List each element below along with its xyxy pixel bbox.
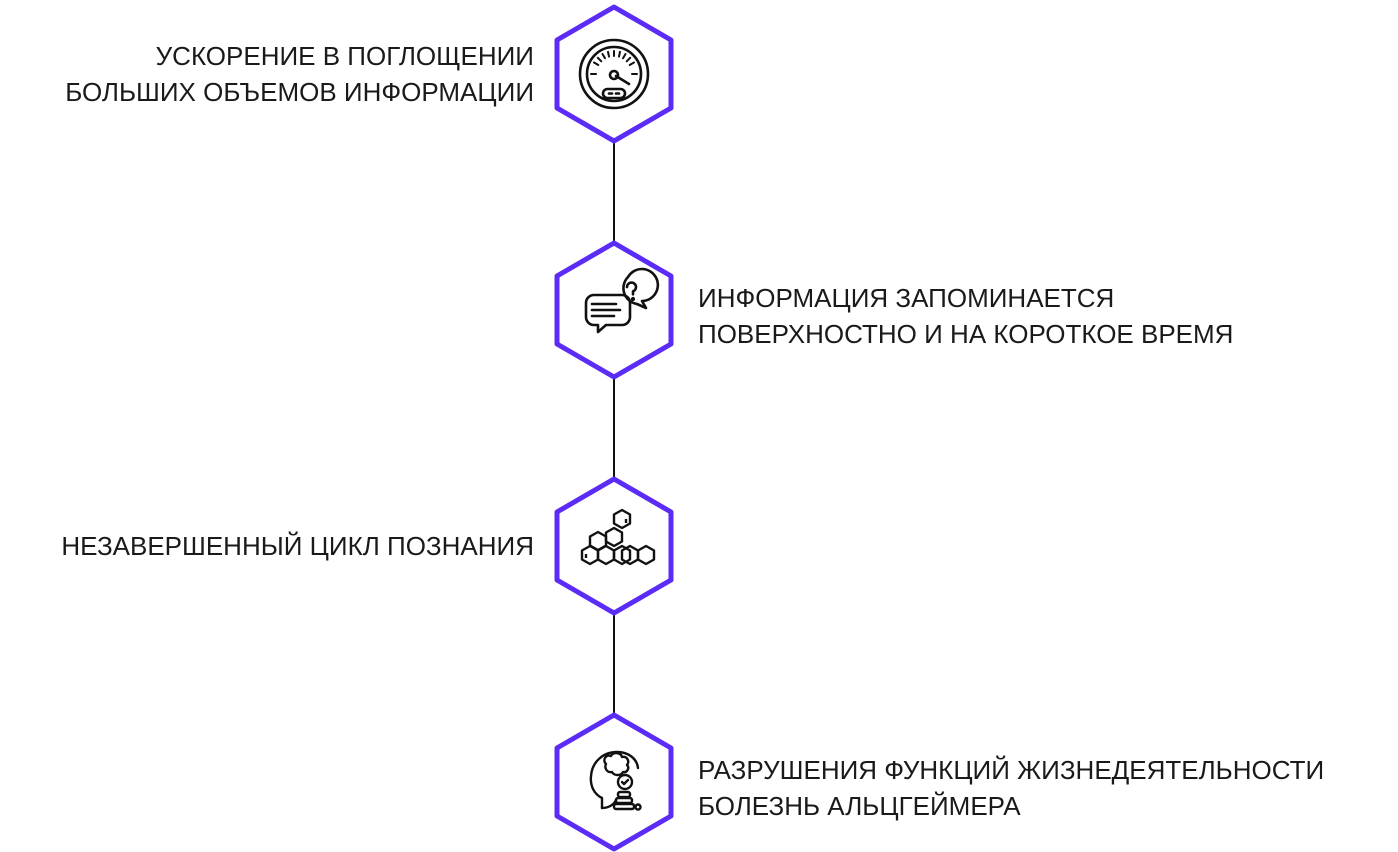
chat-question-icon [584,267,660,334]
step-3-line-1: НЕЗАВЕРШЕННЫЙ ЦИКЛ ПОЗНАНИЯ [61,531,534,561]
step-4-line-1: РАЗРУШЕНИЯ ФУНКЦИЙ ЖИЗНЕДЕЯТЕЛЬНОСТИ [698,755,1325,785]
brain-search-icon [589,750,642,811]
connector-line-1 [613,140,615,242]
step-4-line-2: БОЛЕЗНЬ АЛЬЦГЕЙМЕРА [698,791,1021,821]
step-2-line-1: ИНФОРМАЦИЯ ЗАПОМИНАЕТСЯ [698,283,1115,313]
step-1-line-1: УСКОРЕНИЕ В ПОГЛОЩЕНИИ [155,41,534,71]
step-2-line-2: ПОВЕРХНОСТНО И НА КОРОТКОЕ ВРЕМЯ [698,319,1234,349]
speedometer-icon [578,38,650,110]
step-3-hexagon [554,476,674,616]
step-1-label: УСКОРЕНИЕ В ПОГЛОЩЕНИИ БОЛЬШИХ ОБЪЕМОВ И… [65,38,534,110]
step-4-hexagon [554,712,674,852]
hexagon-molecule-icon [580,508,656,566]
step-3-label: НЕЗАВЕРШЕННЫЙ ЦИКЛ ПОЗНАНИЯ [61,528,534,564]
connector-line-3 [613,612,615,714]
step-4-label: РАЗРУШЕНИЯ ФУНКЦИЙ ЖИЗНЕДЕЯТЕЛЬНОСТИ БОЛ… [698,752,1324,824]
step-1-line-2: БОЛЬШИХ ОБЪЕМОВ ИНФОРМАЦИИ [65,77,534,107]
step-2-hexagon [554,240,674,380]
connector-line-2 [613,376,615,478]
step-2-label: ИНФОРМАЦИЯ ЗАПОМИНАЕТСЯ ПОВЕРХНОСТНО И Н… [698,280,1233,352]
step-1-hexagon [554,4,674,144]
